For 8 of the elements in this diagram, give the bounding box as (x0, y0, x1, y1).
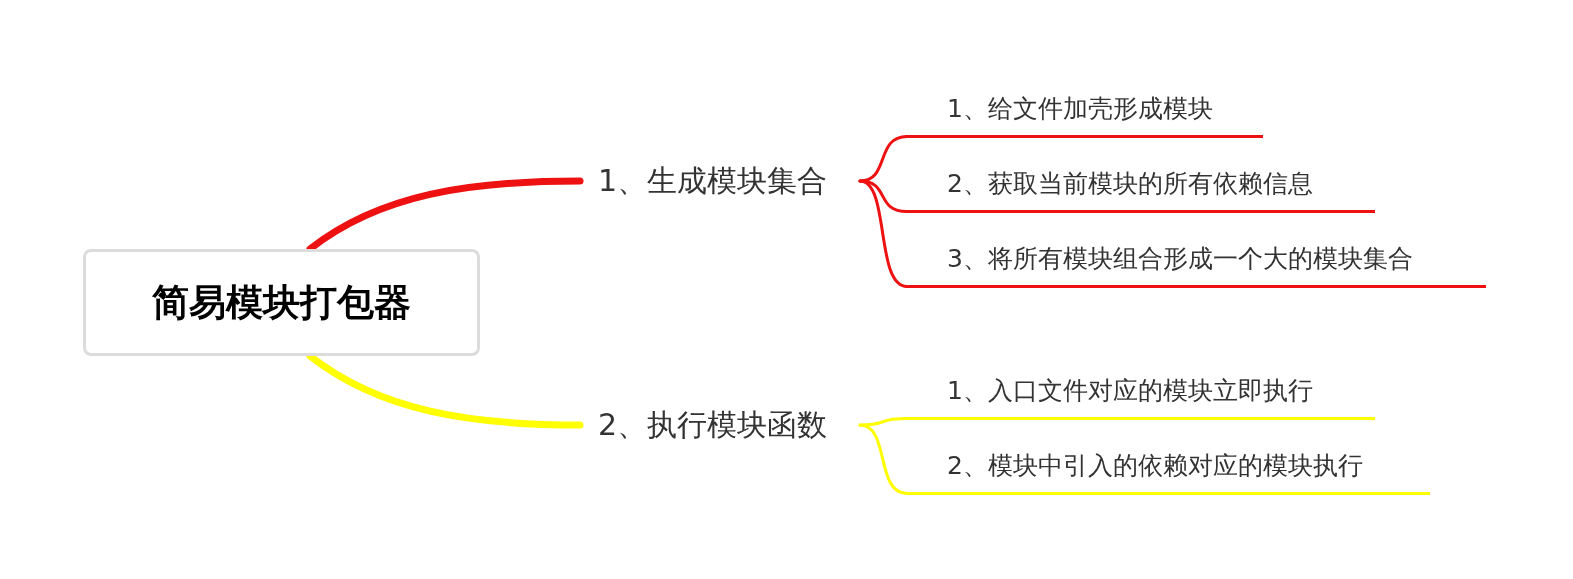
subtopic: 1、给文件加壳形成模块 (905, 84, 1263, 138)
branch-topic: 1、生成模块集合 (580, 159, 860, 203)
subtopic: 1、入口文件对应的模块立即执行 (905, 366, 1375, 420)
subtopic: 2、获取当前模块的所有依赖信息 (905, 159, 1375, 213)
root-topic-box: 简易模块打包器 (83, 249, 480, 356)
subtopic: 2、模块中引入的依赖对应的模块执行 (905, 441, 1430, 495)
branch-topic: 2、执行模块函数 (580, 403, 860, 447)
subtopic: 3、将所有模块组合形成一个大的模块集合 (905, 234, 1486, 288)
